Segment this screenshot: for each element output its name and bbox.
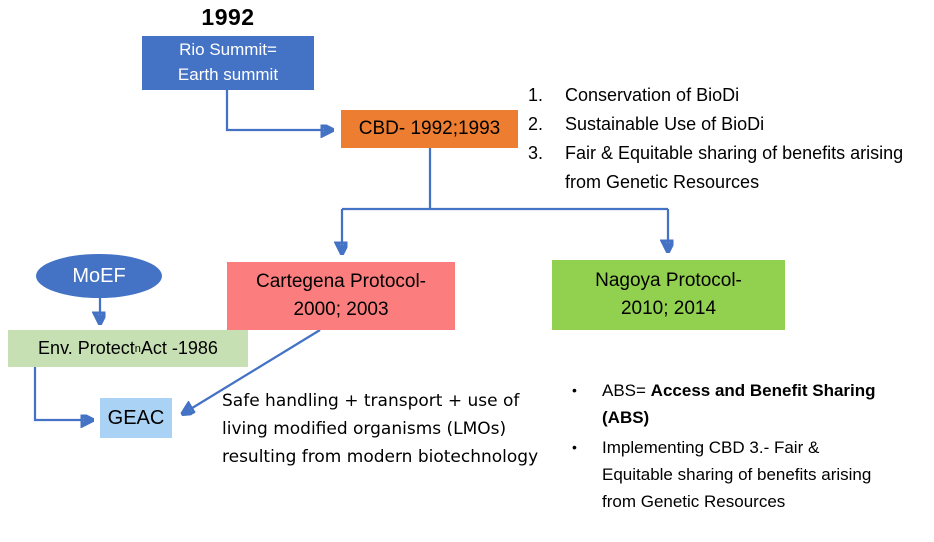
abs-bold-text: Access and Benefit Sharing (ABS): [602, 381, 876, 427]
abs-note-text: Implementing CBD 3.- Fair & Equitable sh…: [602, 438, 872, 511]
abs-prefix: ABS=: [602, 381, 651, 400]
year-label: 1992: [201, 4, 255, 30]
rio-summit-box: Rio Summit= Earth summit: [142, 36, 314, 90]
env-act-suffix: Act -1986: [140, 338, 218, 358]
nagoya-line1: Nagoya Protocol-: [595, 269, 742, 291]
env-act-prefix: Env. Protect: [38, 338, 135, 358]
arrow-cartagena-to-geac: [184, 329, 321, 413]
bullet-icon: •: [572, 439, 577, 455]
cbd-box: CBD- 1992;1993: [341, 110, 518, 148]
objective-number: 1.: [528, 85, 544, 105]
bullet-icon: •: [572, 382, 577, 398]
cartagena-line2: 2000; 2003: [293, 299, 389, 320]
cartagena-protocol-box: Cartegena Protocol- 2000; 2003: [227, 262, 455, 330]
arrow-env-act-to-geac: [33, 367, 91, 420]
abs-note-text: ABS= Access and Benefit Sharing (ABS): [602, 377, 884, 431]
arrow-rio-to-cbd: [225, 90, 331, 130]
rio-summit-line2: Earth summit: [177, 65, 279, 84]
cbd-objective-item: 1. Conservation of BioDi: [528, 81, 930, 110]
objective-number: 2.: [528, 114, 544, 134]
objective-text: Conservation of BioDi: [565, 85, 740, 105]
abs-note-item: • ABS= Access and Benefit Sharing (ABS): [572, 377, 884, 431]
cbd-objective-item: 2. Sustainable Use of BioDi: [528, 110, 930, 139]
cartagena-note-text: Safe handling + transport + use of livin…: [222, 391, 539, 467]
geac-box: GEAC: [100, 398, 172, 438]
abs-note-item: • Implementing CBD 3.- Fair & Equitable …: [572, 434, 884, 515]
cbd-objectives-list: 1. Conservation of BioDi 2. Sustainable …: [528, 81, 930, 197]
rio-summit-line1: Rio Summit=: [179, 40, 277, 60]
nagoya-notes-list: • ABS= Access and Benefit Sharing (ABS) …: [572, 377, 884, 518]
cartagena-line1: Cartegena Protocol-: [255, 270, 427, 292]
moef-ellipse: MoEF: [36, 254, 162, 298]
nagoya-protocol-box: Nagoya Protocol- 2010; 2014: [552, 260, 785, 330]
objective-text: Sustainable Use of BioDi: [565, 114, 765, 134]
objective-text: Fair & Equitable sharing of benefits ari…: [565, 143, 904, 192]
objective-number: 3.: [528, 143, 544, 163]
nagoya-line2: 2010; 2014: [620, 298, 717, 319]
cbd-objective-item: 3. Fair & Equitable sharing of benefits …: [528, 139, 930, 197]
